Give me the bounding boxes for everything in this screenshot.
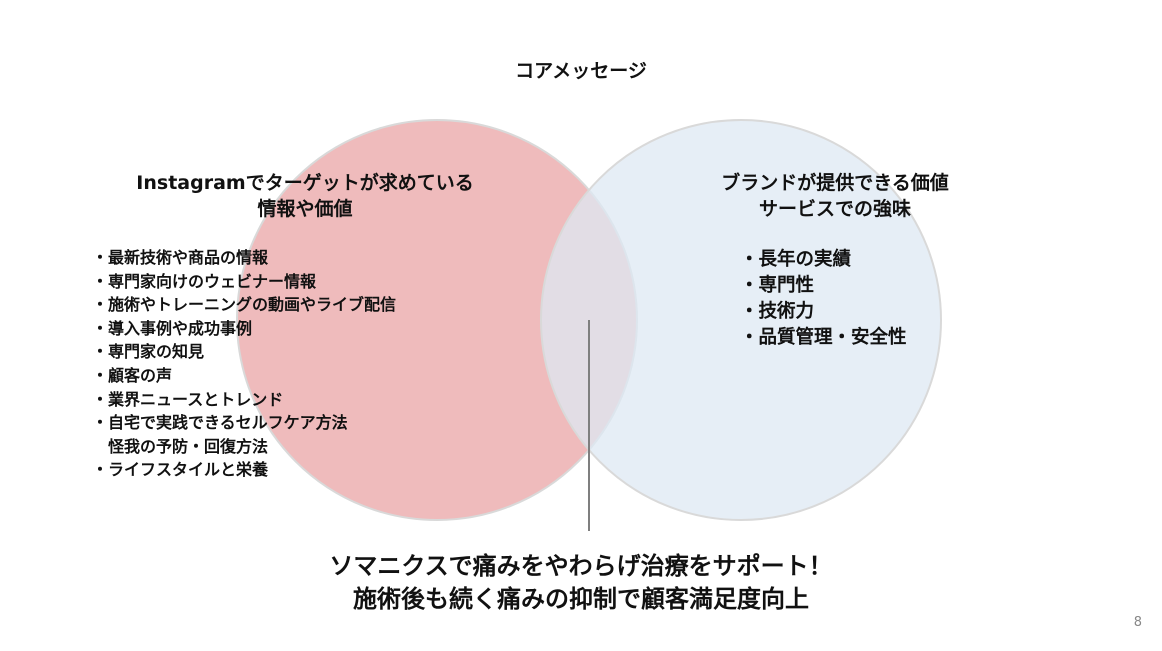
list-item: ・専門家の知見	[92, 342, 205, 362]
list-item: ・技術力	[740, 301, 815, 322]
page-number: 8	[1133, 615, 1142, 630]
list-item: ・自宅で実践できるセルフケア方法	[92, 413, 348, 433]
left-heading-line: Instagramでターゲットが求めている	[136, 172, 474, 194]
core-message: ソマニクスで痛みをやわらげ治療をサポート！ 施術後も続く痛みの抑制で顧客満足度向…	[0, 550, 1162, 616]
left-heading-line: 情報や価値	[257, 198, 353, 220]
list-item: ・顧客の声	[92, 365, 173, 385]
core-message-line: 施術後も続く痛みの抑制で顧客満足度向上	[353, 585, 809, 613]
list-item: 怪我の予防・回復方法	[92, 436, 269, 456]
right-circle-heading: ブランドが提供できる価値 サービスでの強味	[665, 170, 1005, 222]
right-circle	[540, 119, 942, 521]
right-heading-line: サービスでの強味	[758, 198, 911, 220]
right-heading-line: ブランドが提供できる価値	[721, 172, 949, 194]
left-circle-list: ・最新技術や商品の情報 ・専門家向けのウェビナー情報 ・施術やトレーニングの動画…	[92, 246, 396, 482]
list-item: ・導入事例や成功事例	[92, 318, 253, 338]
left-circle-heading: Instagramでターゲットが求めている 情報や価値	[100, 170, 510, 222]
list-item: ・施術やトレーニングの動画やライブ配信	[92, 295, 397, 315]
list-item: ・業界ニュースとトレンド	[92, 389, 284, 409]
list-item: ・品質管理・安全性	[740, 327, 907, 348]
list-item: ・ライフスタイルと栄養	[92, 460, 269, 480]
right-circle-list: ・長年の実績 ・専門性 ・技術力 ・品質管理・安全性	[740, 247, 907, 351]
list-item: ・専門性	[740, 275, 815, 296]
list-item: ・専門家向けのウェビナー情報	[92, 271, 317, 291]
core-message-line: ソマニクスで痛みをやわらげ治療をサポート！	[329, 552, 833, 580]
list-item: ・最新技術や商品の情報	[92, 248, 269, 267]
slide-title: コアメッセージ	[515, 60, 647, 82]
list-item: ・長年の実績	[740, 249, 852, 270]
